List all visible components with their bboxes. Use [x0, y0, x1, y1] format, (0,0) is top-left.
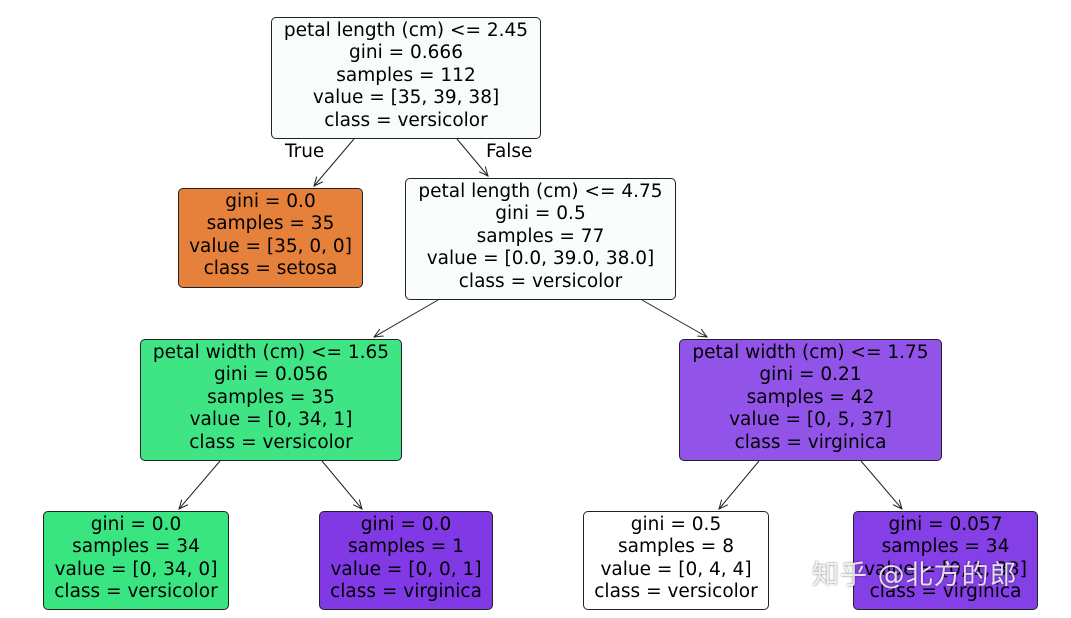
node-line: samples = 35: [206, 213, 335, 235]
node-line: class = virginica: [330, 581, 482, 603]
tree-node-petal-width-split-left: petal width (cm) <= 1.65 gini = 0.056 sa…: [140, 339, 402, 461]
node-line: value = [0, 5, 37]: [729, 409, 892, 431]
edge-n4-n8: [860, 460, 902, 509]
node-line: petal length (cm) <= 2.45: [283, 20, 529, 41]
node-line: gini = 0.057: [888, 514, 1003, 535]
node-line: value = [0, 34, 0]: [54, 558, 218, 580]
edge-label-false: False: [486, 141, 533, 162]
tree-node-petal-width-split-right: petal width (cm) <= 1.75 gini = 0.21 sam…: [679, 339, 942, 461]
node-line: gini = 0.5: [630, 514, 722, 535]
edge-n4-n7: [719, 460, 760, 509]
tree-node-leaf-4: gini = 0.057 samples = 34 value = [0, 1,…: [853, 511, 1038, 610]
node-line: samples = 77: [476, 225, 605, 247]
node-line: value = [0, 1, 33]: [864, 558, 1027, 580]
node-line: value = [35, 39, 38]: [312, 87, 500, 109]
watermark: 知乎 @北方的郎: [812, 560, 1018, 591]
edge-n3-n5: [179, 460, 221, 509]
node-line: class = versicolor: [594, 581, 758, 603]
node-line: value = [35, 0, 0]: [189, 235, 352, 257]
node-line: class = setosa: [203, 258, 338, 280]
tree-node-leaf-3: gini = 0.5 samples = 8 value = [0, 4, 4]…: [583, 511, 769, 610]
node-line: gini = 0.5: [495, 203, 586, 225]
tree-node-petal-length-split: petal length (cm) <= 4.75 gini = 0.5 sam…: [405, 178, 676, 300]
node-line: class = versicolor: [189, 431, 353, 453]
node-line: class = versicolor: [324, 109, 488, 131]
node-line: gini = 0.21: [759, 364, 862, 386]
node-line: samples = 1: [348, 536, 464, 558]
node-line: petal width (cm) <= 1.75: [692, 342, 929, 363]
node-line: petal length (cm) <= 4.75: [418, 181, 663, 202]
node-line: gini = 0.0: [90, 514, 182, 535]
node-line: gini = 0.666: [349, 42, 463, 64]
node-line: samples = 8: [618, 536, 734, 558]
tree-node-leaf-2: gini = 0.0 samples = 1 value = [0, 0, 1]…: [319, 511, 493, 610]
node-line: samples = 34: [881, 536, 1010, 558]
node-line: value = [0, 34, 1]: [189, 409, 353, 431]
node-line: gini = 0.0: [225, 191, 316, 212]
node-line: gini = 0.056: [214, 364, 328, 386]
node-line: samples = 34: [72, 536, 200, 558]
node-line: value = [0.0, 39.0, 38.0]: [426, 248, 655, 270]
node-line: value = [0, 4, 4]: [600, 558, 752, 580]
edge-n2-n4: [641, 299, 707, 337]
node-line: samples = 35: [207, 386, 335, 408]
edge-root-n1: [314, 138, 355, 186]
node-line: class = virginica: [734, 431, 887, 453]
edge-label-true: True: [285, 141, 325, 162]
tree-node-leaf-1: gini = 0.0 samples = 34 value = [0, 34, …: [43, 511, 229, 610]
edge-root-n2: [456, 138, 488, 176]
node-line: value = [0, 0, 1]: [330, 558, 482, 580]
node-line: petal width (cm) <= 1.65: [152, 342, 390, 363]
tree-node-root: petal length (cm) <= 2.45 gini = 0.666 s…: [271, 17, 541, 139]
node-line: samples = 42: [746, 386, 875, 408]
edge-n3-n6: [321, 460, 362, 509]
node-line: gini = 0.0: [360, 514, 452, 535]
node-line: class = virginica: [869, 581, 1022, 603]
node-line: class = versicolor: [458, 270, 623, 292]
edge-n2-n3: [374, 299, 439, 337]
node-line: class = versicolor: [54, 581, 218, 603]
tree-node-setosa-leaf: gini = 0.0 samples = 35 value = [35, 0, …: [178, 188, 363, 288]
node-line: samples = 112: [336, 64, 476, 86]
